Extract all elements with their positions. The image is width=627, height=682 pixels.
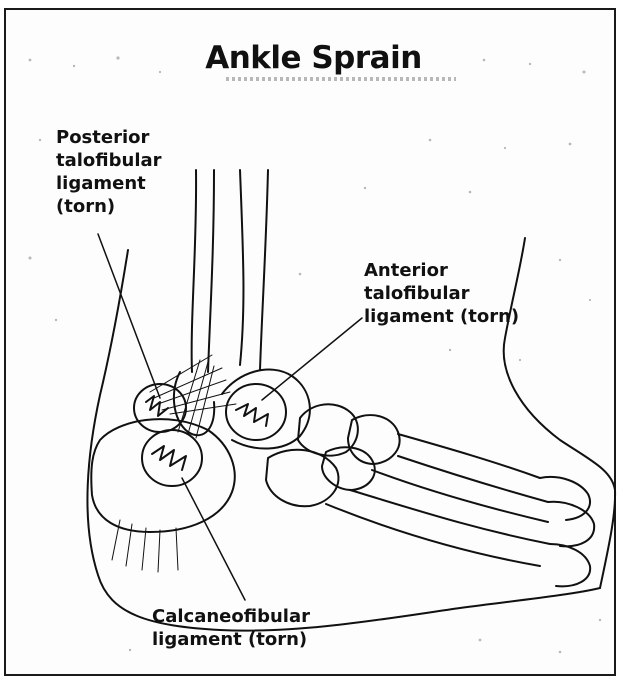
- calcaneofibular-label-line: ligament (torn): [152, 628, 310, 651]
- tibia-bone: [240, 170, 243, 365]
- calcaneus-bone: [91, 419, 234, 532]
- posterior-talofibular-label: Posterior talofibular ligament (torn): [56, 126, 162, 218]
- posterior-tear-mark: [146, 396, 168, 416]
- posterior-label-line: (torn): [56, 195, 162, 218]
- calcaneofibular-leader-line: [182, 478, 245, 600]
- calcaneofibular-label: Calcaneofibular ligament (torn): [152, 605, 310, 651]
- metatarsal-bones: [398, 434, 540, 478]
- calcaneofibular-label-line: Calcaneofibular: [152, 605, 310, 628]
- anterior-leader-line: [262, 318, 362, 400]
- talus-bone: [222, 370, 310, 449]
- instep-outline: [504, 238, 615, 588]
- fibula-bone: [192, 170, 196, 372]
- anterior-talofibular-label: Anterior talofibular ligament (torn): [364, 259, 519, 328]
- anterior-label-line: ligament (torn): [364, 305, 519, 328]
- posterior-label-line: talofibular: [56, 149, 162, 172]
- calcaneofibular-tear-mark: [152, 446, 186, 470]
- posterior-label-line: ligament: [56, 172, 162, 195]
- posterior-label-line: Posterior: [56, 126, 162, 149]
- anterior-label-line: talofibular: [364, 282, 519, 305]
- anterior-label-line: Anterior: [364, 259, 519, 282]
- anterior-tear-mark: [236, 404, 268, 426]
- posterior-leader-line: [98, 234, 160, 398]
- heel-outline: [87, 250, 600, 631]
